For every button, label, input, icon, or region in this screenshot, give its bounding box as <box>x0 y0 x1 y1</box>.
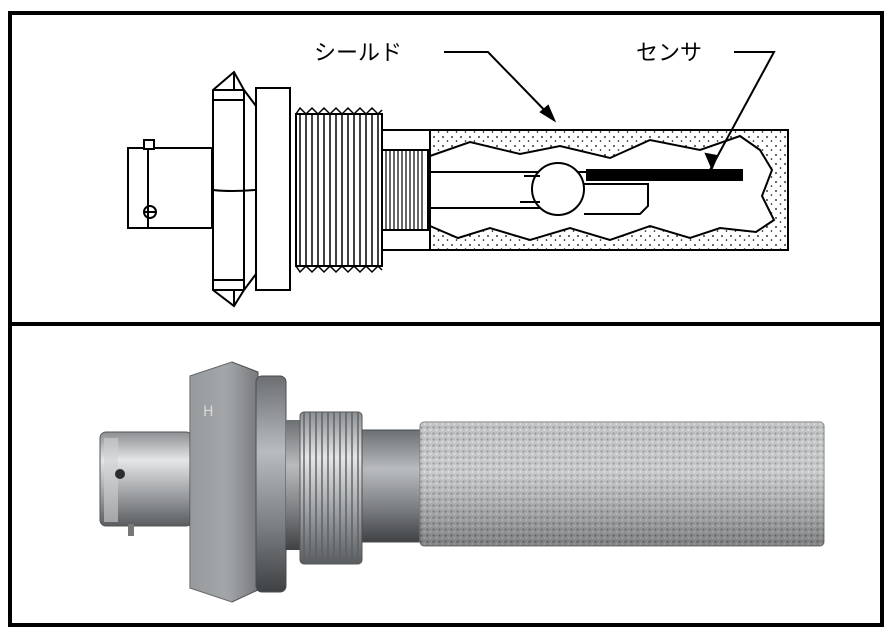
shield-drawing <box>429 129 789 251</box>
sensor-cross-section <box>127 70 789 308</box>
callout-leaders <box>444 51 776 171</box>
hex-mark: H <box>203 404 214 420</box>
sensor-element-drawing <box>428 162 743 216</box>
thread-photo <box>299 411 363 565</box>
sensor-photo: H <box>99 361 825 603</box>
collar-photo <box>255 375 287 593</box>
sensor-label: センサ <box>636 41 702 66</box>
sensor-leader-arrowhead <box>704 152 719 171</box>
neck-photo <box>361 429 423 543</box>
bnc-connector-photo <box>99 431 193 536</box>
hex-nut-photo: H <box>189 361 259 603</box>
sensor-leader-line <box>709 51 776 171</box>
collar-drawing <box>255 87 291 291</box>
thread-drawing <box>295 106 430 274</box>
sintered-filter-photo <box>419 421 825 547</box>
bnc-connector-drawing <box>127 139 213 229</box>
shield-leader-arrowhead <box>539 104 557 123</box>
shield-label: シールド <box>314 41 402 66</box>
shield-leader-line <box>444 51 555 121</box>
